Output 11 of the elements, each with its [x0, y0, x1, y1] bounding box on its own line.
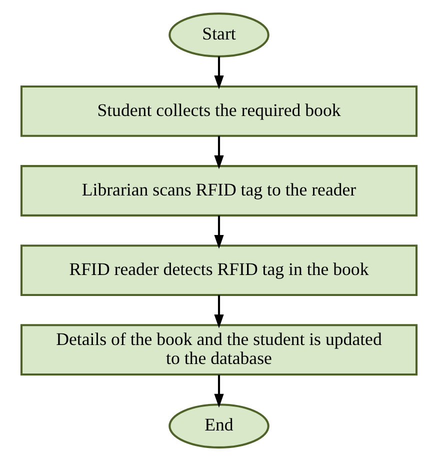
arrow	[214, 216, 224, 249]
arrow	[214, 295, 224, 328]
node-box: Student collects the required book	[20, 85, 418, 137]
node-ellipse: Start	[168, 12, 269, 58]
node-box: Details of the book and the student is updated to the database	[20, 324, 418, 376]
node-box: RFID reader detects RFID tag in the book	[20, 244, 418, 296]
arrow	[214, 136, 224, 170]
arrow	[214, 56, 224, 90]
node-box: Librarian scans RFID tag to the reader	[20, 165, 418, 216]
arrow	[214, 374, 224, 408]
node-ellipse: End	[168, 404, 269, 448]
